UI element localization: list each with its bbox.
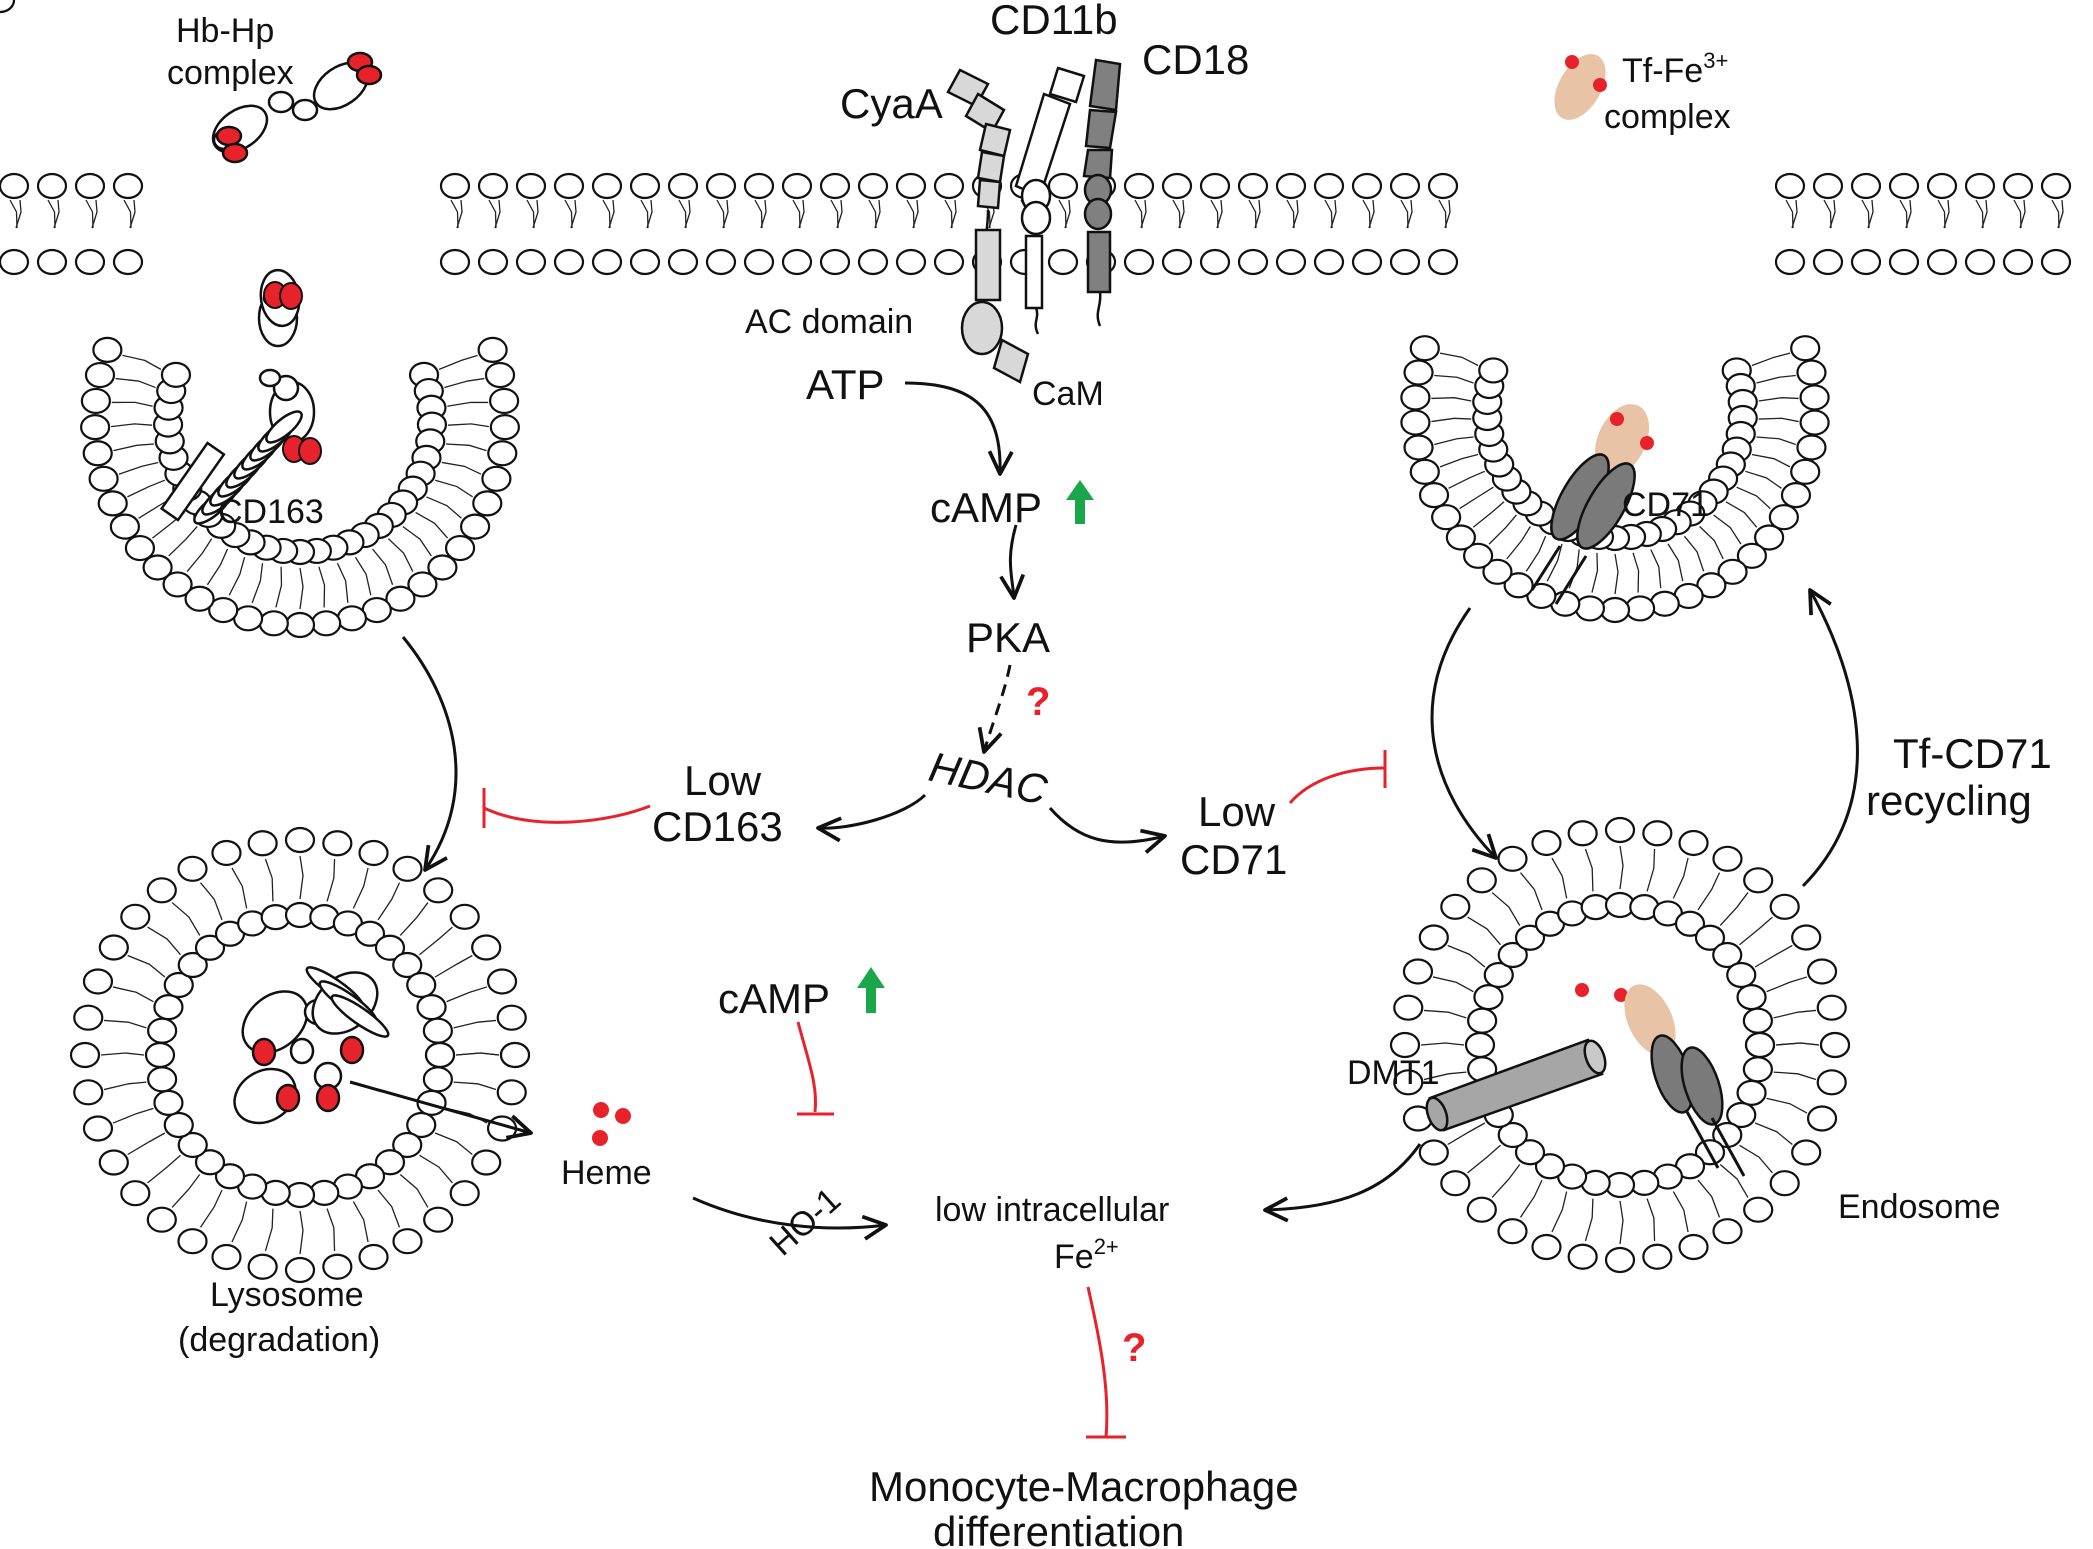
endosome-contents [1425,983,1746,1177]
tf-fe-label: Tf-Fe3+ [1622,48,1728,90]
tf-fe-complex-icon [1554,54,1607,120]
cd71-label: CD71 [1622,486,1709,524]
low-cd71-label-2: CD71 [1180,836,1287,883]
cd18-label: CD18 [1142,36,1249,83]
heme-in-cd163 [263,281,322,465]
hb-hp-complex-icon [211,51,383,164]
up-arrow-icon [1066,480,1094,524]
membrane-layer [0,0,2072,1284]
lysosome-contents [233,966,390,1125]
low-cd163-label-2: CD163 [652,803,783,850]
low-cd71-label: Low [1198,788,1276,835]
outcome-label-2: differentiation [933,1508,1184,1549]
dmt1-label: DMT1 [1347,1054,1440,1092]
heme-dots-icon [592,1102,631,1146]
tf-cd71-label-2: recycling [1866,777,2032,824]
lysosome-label-2: (degradation) [178,1321,380,1359]
pka-label: PKA [966,614,1050,661]
question-mark-fe: ? [1122,1326,1146,1370]
inhibition-lines [482,750,1387,1439]
ac-domain-label: AC domain [745,303,913,341]
endosome-label: Endosome [1838,1188,2001,1226]
hdac-label: HDAC [925,743,1052,814]
tf-fe-label-2: complex [1604,98,1731,136]
cd11b-integrin-icon [1014,66,1086,335]
cd11b-label: CD11b [990,0,1118,43]
tf-cd71-label: Tf-CD71 [1893,730,2052,777]
heme-label: Heme [561,1154,652,1192]
cyaa-label: CyaA [840,80,943,127]
outcome-label: Monocyte-Macrophage [869,1463,1299,1510]
cd163-label: CD163 [218,493,324,531]
cd163-srcr-domains [193,410,303,525]
up-arrow-icon [857,967,885,1013]
camp-label-mid: cAMP [718,975,830,1022]
camp-label-top: cAMP [930,484,1042,531]
signaling-arrows [349,381,1859,1241]
lysosome-label: Lysosome [210,1276,364,1314]
cyaa-toxin-icon [946,68,1030,384]
fe-label: Fe2+ [1054,1234,1119,1276]
low-cd163-label: Low [684,757,762,804]
question-mark-pka: ? [1026,680,1050,724]
dmt1-transporter-icon [1425,1038,1607,1132]
cd18-integrin-icon [1082,58,1122,327]
hb-hp-label: Hb-Hp [176,12,274,50]
atp-label: ATP [806,361,885,408]
low-fe-label: low intracellular [935,1191,1169,1229]
cd71-receptor-icon [1530,404,1654,605]
cam-label: CaM [1032,375,1104,413]
cd163-stalk [159,441,226,522]
hb-hp-label-2: complex [167,54,294,92]
